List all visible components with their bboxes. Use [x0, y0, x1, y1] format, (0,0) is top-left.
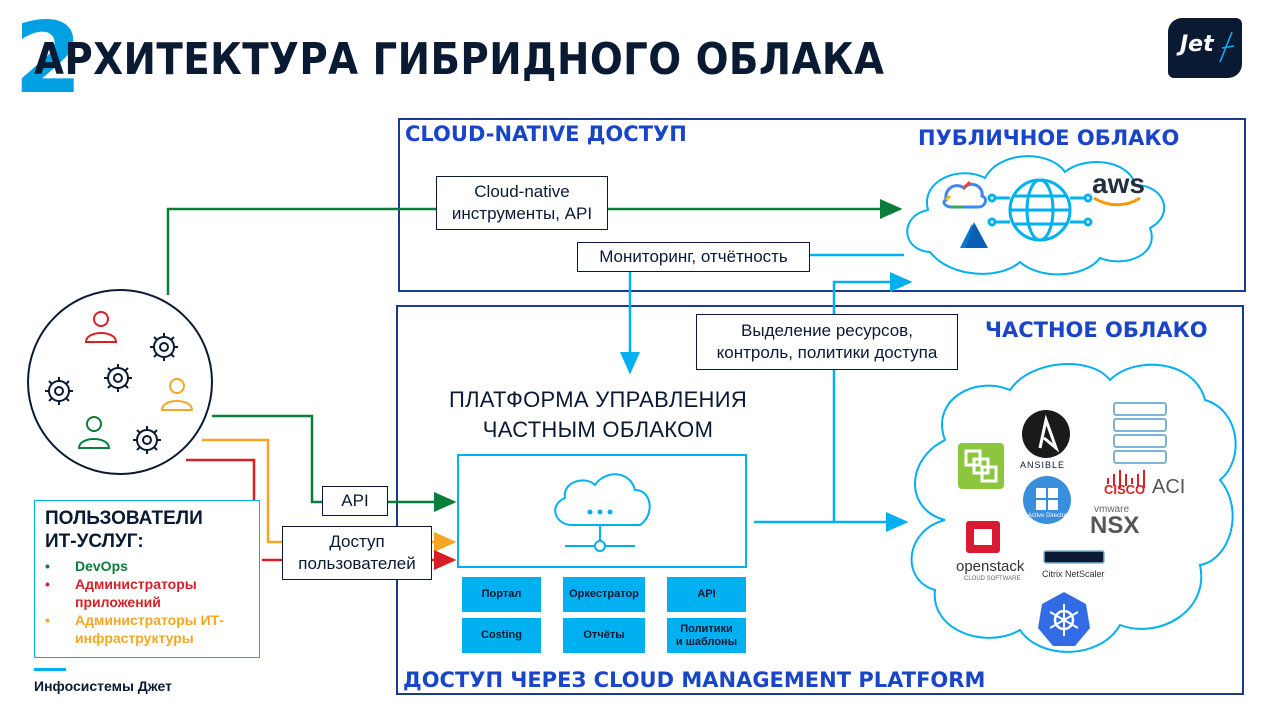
cmp-title: ДОСТУП ЧЕРЕЗ CLOUD MANAGEMENT PLATFORM — [403, 668, 986, 692]
platform-title-line2: ЧАСТНЫМ ОБЛАКОМ — [482, 417, 714, 442]
vmware-vsphere-icon — [958, 443, 1004, 489]
logo-text: Jet — [1180, 32, 1214, 57]
monitoring-label: Мониторинг, отчётность — [599, 247, 788, 266]
user-access-line2: пользователей — [298, 554, 416, 573]
api-label: API — [341, 491, 369, 510]
cloud-native-tools-line2: инструменты, API — [451, 204, 593, 223]
slide-number: 2 — [14, 2, 83, 116]
resources-line2: контроль, политики доступа — [716, 343, 938, 362]
legend-list: •DevOps •Администраторы приложений •Адми… — [45, 557, 249, 647]
slide-title: АРХИТЕКТУРА ГИБРИДНОГО ОБЛАКА — [34, 34, 885, 85]
users-legend: ПОЛЬЗОВАТЕЛИ ИТ-УСЛУГ: •DevOps •Админист… — [34, 500, 260, 658]
api-box: API — [322, 486, 388, 516]
user-access-box: Доступ пользователей — [282, 526, 432, 580]
cisco-icon — [1107, 470, 1145, 488]
legend-item-app-admins: •Администраторы приложений — [45, 576, 197, 610]
monitoring-box: Мониторинг, отчётность — [577, 242, 810, 272]
public-cloud-title: ПУБЛИЧНОЕ ОБЛАКО — [918, 126, 1180, 150]
tile-costing: Costing — [462, 618, 541, 653]
devops-public-line — [166, 199, 903, 295]
plane-icon — [1219, 31, 1235, 63]
netscaler-icon — [1043, 550, 1105, 564]
google-cloud-icon — [942, 180, 987, 209]
globe-network-icon — [987, 178, 1093, 242]
cloud-native-title: CLOUD-NATIVE ДОСТУП — [405, 122, 687, 146]
jet-logo: Jet — [1168, 18, 1242, 78]
tile-policies: Политики и шаблоны — [667, 618, 746, 653]
aci-label: ACI — [1152, 476, 1186, 498]
resources-box: Выделение ресурсов, контроль, политики д… — [696, 314, 958, 370]
legend-item-devops: •DevOps — [45, 558, 128, 574]
nsx-label: NSX — [1090, 512, 1140, 539]
kubernetes-icon — [1038, 592, 1090, 646]
ansible-icon — [1022, 410, 1070, 458]
tile-reports: Отчёты — [563, 618, 645, 653]
platform-title: ПЛАТФОРМА УПРАВЛЕНИЯ ЧАСТНЫМ ОБЛАКОМ — [430, 385, 766, 445]
openstack-sub-label: CLOUD SOFTWARE — [964, 576, 1021, 582]
legend-title-line1: ПОЛЬЗОВАТЕЛИ — [45, 508, 203, 529]
cloud-native-tools-line1: Cloud-native — [474, 182, 570, 201]
user-access-line1: Доступ — [329, 532, 385, 551]
openstack-label: openstack — [956, 558, 1025, 575]
cisco-label: CISCO — [1104, 482, 1146, 497]
resources-line — [754, 272, 913, 524]
active-directory-icon — [1023, 476, 1071, 524]
netscaler-label: Citrix NetScaler — [1042, 569, 1105, 579]
tile-orchestrator: Оркестратор — [563, 577, 645, 612]
cmp-panel — [396, 305, 1244, 695]
cloud-network-icon — [554, 473, 651, 552]
legend-item-infra-admins: •Администраторы ИТ-инфраструктуры — [45, 612, 224, 646]
aws-smile-icon — [1093, 196, 1141, 207]
cloud-native-tools-box: Cloud-native инструменты, API — [436, 176, 608, 230]
openstack-icon — [966, 521, 1000, 553]
vmware-label: vmware — [1094, 504, 1130, 515]
active-directory-label: Active Directory — [1028, 513, 1071, 519]
tile-api: API — [667, 577, 746, 612]
ansible-label: ANSIBLE — [1020, 460, 1066, 470]
private-cloud-title: ЧАСТНОЕ ОБЛАКО — [985, 318, 1208, 342]
users-circle — [27, 289, 213, 475]
azure-icon — [960, 222, 988, 248]
footer-accent-line — [34, 668, 66, 671]
server-rack-icon — [1113, 402, 1167, 464]
platform-title-line1: ПЛАТФОРМА УПРАВЛЕНИЯ — [448, 387, 748, 412]
cloud-native-panel — [398, 118, 1246, 292]
legend-title-line2: ИТ-УСЛУГ: — [45, 531, 144, 552]
resources-line1: Выделение ресурсов, — [741, 321, 913, 340]
aws-logo: aws — [1092, 168, 1145, 199]
footer-company: Инфосистемы Джет — [34, 678, 172, 694]
tile-portal: Портал — [462, 577, 541, 612]
